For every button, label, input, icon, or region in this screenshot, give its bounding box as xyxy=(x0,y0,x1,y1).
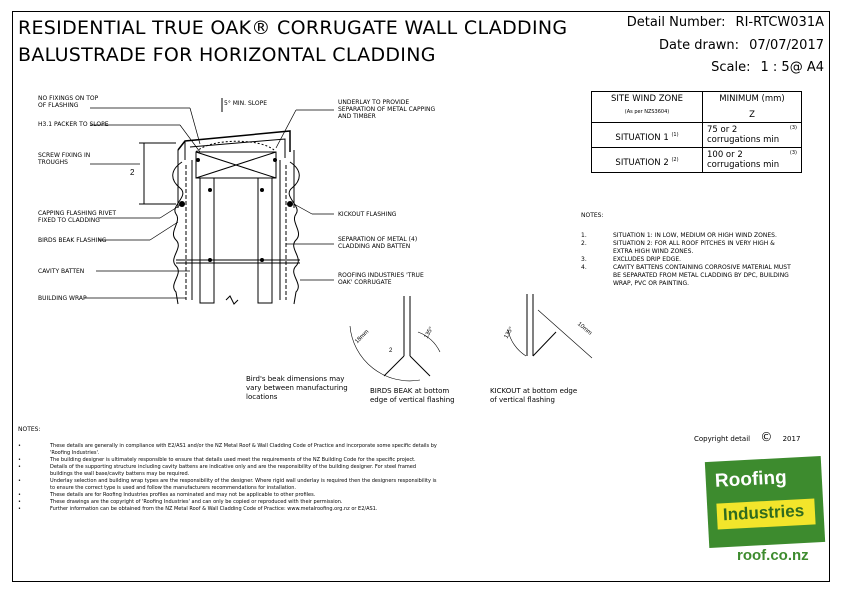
bullet: • xyxy=(18,506,21,512)
bullet: • xyxy=(18,464,21,470)
list-item: • Further information can be obtained fro… xyxy=(18,506,438,513)
date-row: Date drawn: 07/07/2017 xyxy=(659,38,824,53)
label-true-oak-corrugate: ROOFING INDUSTRIES 'TRUE OAK' CORRUGATE xyxy=(338,272,424,286)
detail-number-label: Detail Number: xyxy=(626,15,726,30)
situation-2-value-sup: (3) xyxy=(789,150,797,156)
label-screw-fixing: SCREW FIXING IN TROUGHS xyxy=(38,152,91,166)
right-notes: NOTES: 1. SITUATION 1: IN LOW, MEDIUM OR … xyxy=(581,212,791,288)
situation-2-unit: corrugations min xyxy=(707,160,780,170)
bottom-notes: NOTES: • These details are generally in c… xyxy=(18,426,438,513)
list-item: 4. CAVITY BATTENS CONTAINING CORROSIVE MA… xyxy=(581,264,791,288)
right-notes-heading: NOTES: xyxy=(581,212,604,219)
row-2-value: 100 or 2 (3) corrugations min xyxy=(702,147,802,173)
situation-1-value: 75 or 2 xyxy=(707,125,738,135)
note-number: 3. xyxy=(581,256,587,263)
copyright-year: 2017 xyxy=(782,435,801,443)
label-building-wrap: BUILDING WRAP xyxy=(38,295,87,302)
scale-label: Scale: xyxy=(711,60,751,75)
header-z: Z xyxy=(749,110,755,120)
list-item: • These details are for Roofing Industrie… xyxy=(18,492,438,499)
scale-row: Scale: 1 : 5@ A4 xyxy=(711,60,824,75)
note-text: SITUATION 2: FOR ALL ROOF PITCHES IN VER… xyxy=(613,240,775,255)
note-text: Details of the supporting structure incl… xyxy=(50,464,416,477)
header-zone-text: SITE WIND ZONE xyxy=(611,94,683,104)
logo-word-roofing: Roofing xyxy=(714,467,788,492)
situation-1-label: SITUATION 1 xyxy=(615,132,669,143)
list-item: 2. SITUATION 2: FOR ALL ROOF PITCHES IN V… xyxy=(581,240,791,256)
scale-value: 1 : 5@ A4 xyxy=(760,60,824,75)
label-cavity-batten: CAVITY BATTEN xyxy=(38,268,85,275)
copyright: Copyright detail © 2017 xyxy=(694,430,800,444)
logo-word-industries: Industries xyxy=(722,501,805,525)
label-capping-rivet: CAPPING FLASHING RIVET FIXED TO CLADDING xyxy=(38,210,117,224)
list-item: • Underlay selection and building wrap ty… xyxy=(18,478,438,492)
copyright-text: Copyright detail xyxy=(694,435,751,443)
note-text: SITUATION 1: IN LOW, MEDIUM OR HIGH WIND… xyxy=(613,232,777,239)
note-text: These details are generally in complianc… xyxy=(50,443,437,456)
note-text: CAVITY BATTENS CONTAINING CORROSIVE MATE… xyxy=(613,264,791,287)
logo-url: roof.co.nz xyxy=(737,547,809,564)
situation-1-sup: (1) xyxy=(671,132,679,138)
label-packer: H3.1 PACKER TO SLOPE xyxy=(38,121,109,128)
dim-2-birds-beak: 2 xyxy=(389,348,393,354)
label-separation: SEPARATION OF METAL (4) CLADDING AND BAT… xyxy=(338,236,418,250)
bullet: • xyxy=(18,457,21,463)
caption-kickout: KICKOUT at bottom edge of vertical flash… xyxy=(490,387,578,404)
roofing-industries-logo: Roofing Industries roof.co.nz xyxy=(704,451,826,569)
bullet: • xyxy=(18,492,21,498)
date-label: Date drawn: xyxy=(659,38,740,53)
list-item: 1. SITUATION 1: IN LOW, MEDIUM OR HIGH WI… xyxy=(581,232,791,240)
logo-yellow-band: Industries xyxy=(716,498,816,530)
dim-2: 2 xyxy=(130,168,135,177)
label-slope: 5° min. slope xyxy=(224,100,268,107)
situation-1-unit: corrugations min xyxy=(707,135,780,145)
situation-2-sup: (2) xyxy=(671,157,679,163)
header-min-text: MINIMUM (mm) xyxy=(719,94,785,104)
note-text: Underlay selection and building wrap typ… xyxy=(50,478,437,491)
title-line-1: RESIDENTIAL TRUE OAK® CORRUGATE WALL CLA… xyxy=(18,17,568,39)
row-2-situation: SITUATION 2 (2) xyxy=(591,147,703,173)
note-text: Further information can be obtained from… xyxy=(50,506,378,512)
note-number: 2. xyxy=(581,240,587,247)
row-1-value: 75 or 2 (3) corrugations min xyxy=(702,122,802,148)
detail-number: RI-RTCW031A xyxy=(735,15,824,30)
bottom-notes-heading: NOTES: xyxy=(18,426,41,433)
table-row: SITUATION 1 (1) 75 or 2 (3) corrugations… xyxy=(591,122,802,148)
note-text: These details are for Roofing Industries… xyxy=(50,492,316,498)
bullet: • xyxy=(18,478,21,484)
wind-zone-table: SITE WIND ZONE (As per NZS3604) MINIMUM … xyxy=(591,91,802,173)
detail-number-row: Detail Number: RI-RTCW031A xyxy=(627,15,824,30)
note-text: EXCLUDES DRIP EDGE. xyxy=(613,256,682,263)
table-header-zone: SITE WIND ZONE (As per NZS3604) xyxy=(591,91,703,123)
title-line-2: BALUSTRADE FOR HORIZONTAL CLADDING xyxy=(18,44,436,66)
list-item: • These details are generally in complian… xyxy=(18,443,438,457)
situation-2-label: SITUATION 2 xyxy=(615,157,669,168)
row-1-situation: SITUATION 1 (1) xyxy=(591,122,703,148)
list-item: • Details of the supporting structure inc… xyxy=(18,464,438,478)
drawing-border xyxy=(12,11,830,582)
header-zone-sub: (As per NZS3604) xyxy=(624,109,670,115)
table-header-min: MINIMUM (mm) Z xyxy=(702,91,802,123)
bullet: • xyxy=(18,499,21,505)
list-item: 3. EXCLUDES DRIP EDGE. xyxy=(581,256,791,264)
caption-birds-beak: BIRDS BEAK at bottom edge of vertical fl… xyxy=(370,387,455,404)
label-no-fixings: NO FIXINGS ON TOP OF FLASHING xyxy=(38,95,99,109)
table-row: SITUATION 2 (2) 100 or 2 (3) corrugation… xyxy=(591,147,802,173)
date-value: 07/07/2017 xyxy=(749,38,824,53)
label-underlay: UNDERLAY TO PROVIDE SEPARATION OF METAL … xyxy=(338,99,436,120)
caption-birds-beak-note: Bird's beak dimensions may vary between … xyxy=(246,375,348,401)
list-item: • These drawings are the copyright of 'Ro… xyxy=(18,499,438,506)
note-number: 1. xyxy=(581,232,587,239)
note-text: These drawings are the copyright of 'Roo… xyxy=(50,499,343,505)
label-kickout-flashing: KICKOUT FLASHING xyxy=(338,211,397,218)
label-birds-beak-flashing: BIRDS BEAK FLASHING xyxy=(38,237,107,244)
note-text: The building designer is ultimately resp… xyxy=(50,457,416,463)
situation-2-value: 100 or 2 xyxy=(707,150,743,160)
situation-1-value-sup: (3) xyxy=(789,125,797,131)
note-number: 4. xyxy=(581,264,587,271)
copyright-symbol: © xyxy=(760,430,773,444)
bullet: • xyxy=(18,443,21,449)
list-item: • The building designer is ultimately res… xyxy=(18,457,438,464)
